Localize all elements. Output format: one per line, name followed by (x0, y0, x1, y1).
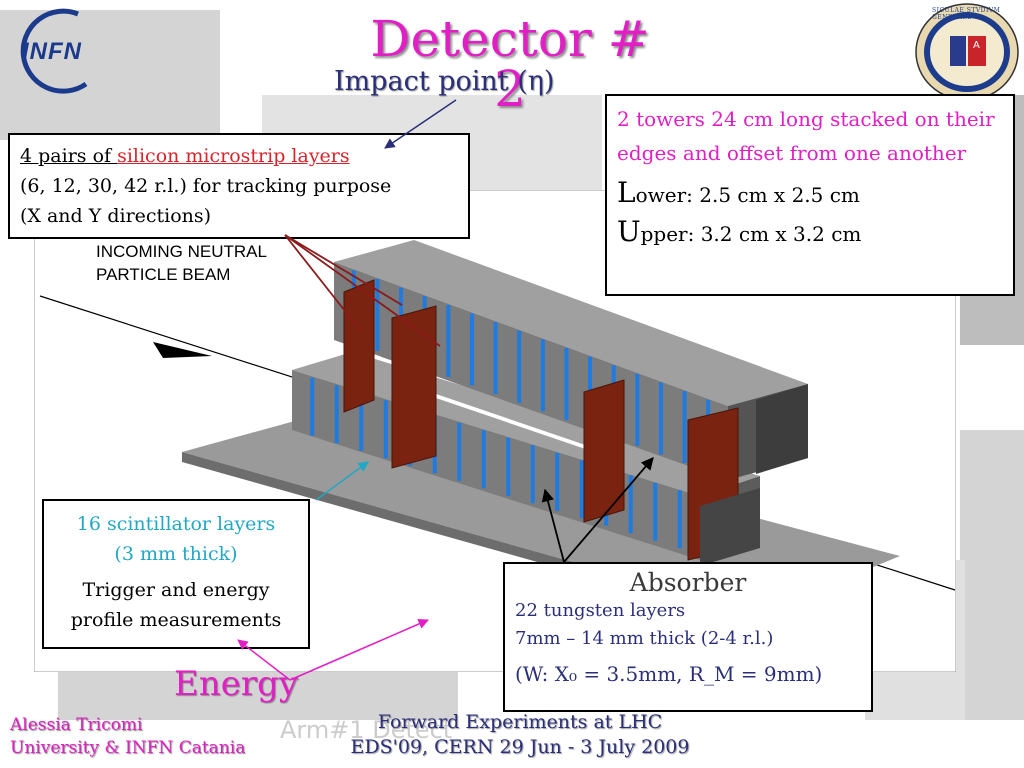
beam-label-line1: INCOMING NEUTRAL (96, 242, 267, 261)
author-name: Alessia Tricomi (10, 715, 143, 735)
tower-gap (436, 394, 600, 454)
author-affiliation: University & INFN Catania (10, 738, 246, 758)
absorber-line3: (W: X₀ = 3.5mm, R_M = 9mm) (515, 662, 823, 686)
footer-author: Alessia Tricomi University & INFN Catani… (10, 714, 245, 760)
scintillator-arrow (315, 461, 369, 501)
silicon-prefix: 4 pairs of (20, 145, 118, 167)
scint-line1: 16 scintillator layers (76, 513, 276, 535)
background-panel (0, 10, 220, 140)
seal-text: SICULAE STVDIVM GENERALE (932, 7, 1001, 21)
beam-label: INCOMING NEUTRAL PARTICLE BEAM (96, 240, 267, 286)
upper-end-block (756, 384, 808, 474)
background-panel (960, 430, 1024, 720)
svg-text:A: A (973, 40, 980, 51)
event-line1: Forward Experiments at LHC (377, 711, 663, 733)
incoming-particle-icon (153, 342, 212, 358)
impact-arrow (384, 99, 457, 149)
silicon-plane (391, 305, 437, 469)
silicon-line1: 4 pairs of silicon microstrip layers (20, 141, 458, 171)
towers-callout: 2 towers 24 cm long stacked on their edg… (605, 94, 1015, 296)
absorber-arrow-2 (563, 457, 654, 563)
silicon-highlight: silicon microstrip layers (117, 145, 350, 167)
silicon-plane (583, 379, 625, 523)
silicon-plane (343, 279, 375, 413)
infn-logo (20, 8, 88, 94)
energy-arrow-2 (237, 639, 291, 681)
scint-line3: Trigger and energy (82, 579, 270, 601)
absorber-callout: Absorber 22 tungsten layers 7mm – 14 mm … (503, 562, 873, 712)
university-seal-icon: A (915, 3, 1019, 101)
upper-dimensions: Upper: 3.2 cm x 3.2 cm (617, 215, 862, 248)
scint-line4: profile measurements (70, 609, 282, 631)
silicon-arrow-3 (284, 234, 403, 306)
absorber-line1: 22 tungsten layers (515, 600, 686, 621)
silicon-line2: (6, 12, 30, 42 r.l.) for tracking purpos… (20, 175, 392, 197)
towers-description: 2 towers 24 cm long stacked on their edg… (617, 107, 995, 165)
absorber-line2: 7mm – 14 mm thick (2-4 r.l.) (515, 628, 774, 649)
scintillator-callout: 16 scintillator layers (3 mm thick) Trig… (42, 499, 310, 649)
infn-logo-text: INFN (22, 38, 82, 65)
silicon-layers (343, 279, 739, 561)
silicon-arrow-1 (284, 234, 361, 331)
impact-point-label: Impact point (η) (334, 66, 555, 97)
energy-arrow-1 (289, 618, 429, 681)
scint-line2: (3 mm thick) (114, 543, 238, 565)
beam-label-line2: PARTICLE BEAM (96, 265, 231, 284)
watermark-text: Arm#1 Detect (280, 716, 453, 744)
silicon-line3: (X and Y directions) (20, 205, 212, 227)
lower-end-block (700, 488, 760, 566)
absorber-arrow-1 (541, 488, 565, 563)
lower-dimensions: Lower: 2.5 cm x 2.5 cm (617, 176, 860, 209)
footer-event: Forward Experiments at LHC EDS'09, CERN … (320, 710, 720, 760)
silicon-arrow-2 (284, 234, 441, 347)
slide-title: Detector # 2 (370, 10, 650, 118)
silicon-layers-callout: 4 pairs of silicon microstrip layers (6,… (8, 133, 470, 239)
upper-tower-top (334, 240, 808, 406)
infn-logo-arc (20, 8, 88, 94)
event-line2: EDS'09, CERN 29 Jun - 3 July 2009 (350, 736, 690, 758)
absorber-title: Absorber (629, 568, 747, 597)
